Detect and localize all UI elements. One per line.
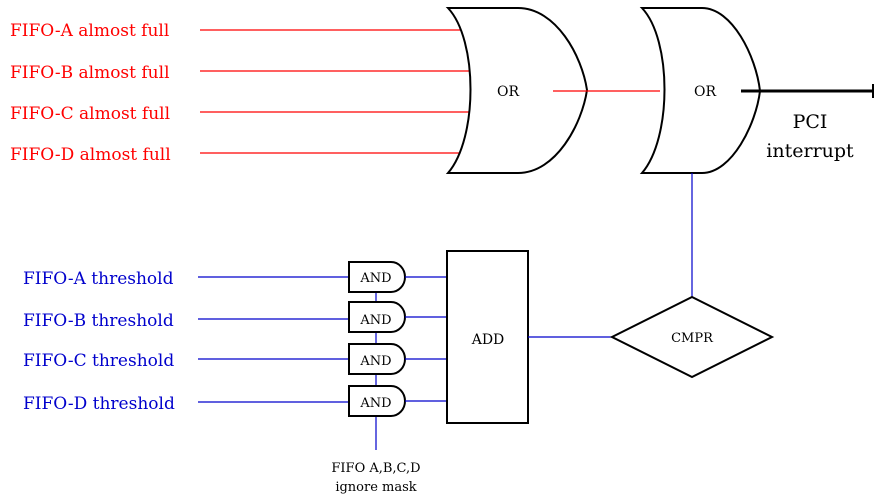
- input-label-fifo-a-almost-full: FIFO-A almost full: [10, 21, 169, 41]
- output-label-interrupt: interrupt: [766, 140, 854, 162]
- input-label-fifo-b-almost-full: FIFO-B almost full: [10, 63, 170, 83]
- input-label-fifo-b-threshold: FIFO-B threshold: [23, 311, 174, 331]
- input-label-fifo-d-threshold: FIFO-D threshold: [23, 394, 175, 414]
- and-gate-4-label: AND: [359, 396, 391, 411]
- and-gate-4: [348, 385, 406, 417]
- and-gate-3-label: AND: [359, 354, 391, 369]
- output-label-pci: PCI: [793, 111, 828, 133]
- cmpr-comparator: [609, 295, 775, 379]
- mask-label-line2: ignore mask: [335, 480, 416, 495]
- input-label-fifo-c-threshold: FIFO-C threshold: [23, 351, 174, 371]
- input-label-fifo-d-almost-full: FIFO-D almost full: [10, 145, 171, 165]
- and-gate-1-label: AND: [359, 271, 391, 286]
- add-block-label: ADD: [471, 332, 505, 348]
- or-gate-2-label: OR: [694, 84, 716, 100]
- mask-label-line1: FIFO A,B,C,D: [331, 461, 420, 476]
- or-gate-1: [445, 7, 589, 174]
- and-gate-3: [348, 343, 406, 375]
- and-gate-1: [348, 261, 406, 293]
- input-label-fifo-a-threshold: FIFO-A threshold: [23, 269, 174, 289]
- or-gate-1-label: OR: [497, 84, 519, 100]
- cmpr-comparator-label: CMPR: [671, 331, 714, 346]
- or-gate-2: [639, 7, 762, 174]
- input-label-fifo-c-almost-full: FIFO-C almost full: [10, 104, 170, 124]
- and-gate-2: [348, 301, 406, 333]
- and-gate-2-label: AND: [359, 313, 391, 328]
